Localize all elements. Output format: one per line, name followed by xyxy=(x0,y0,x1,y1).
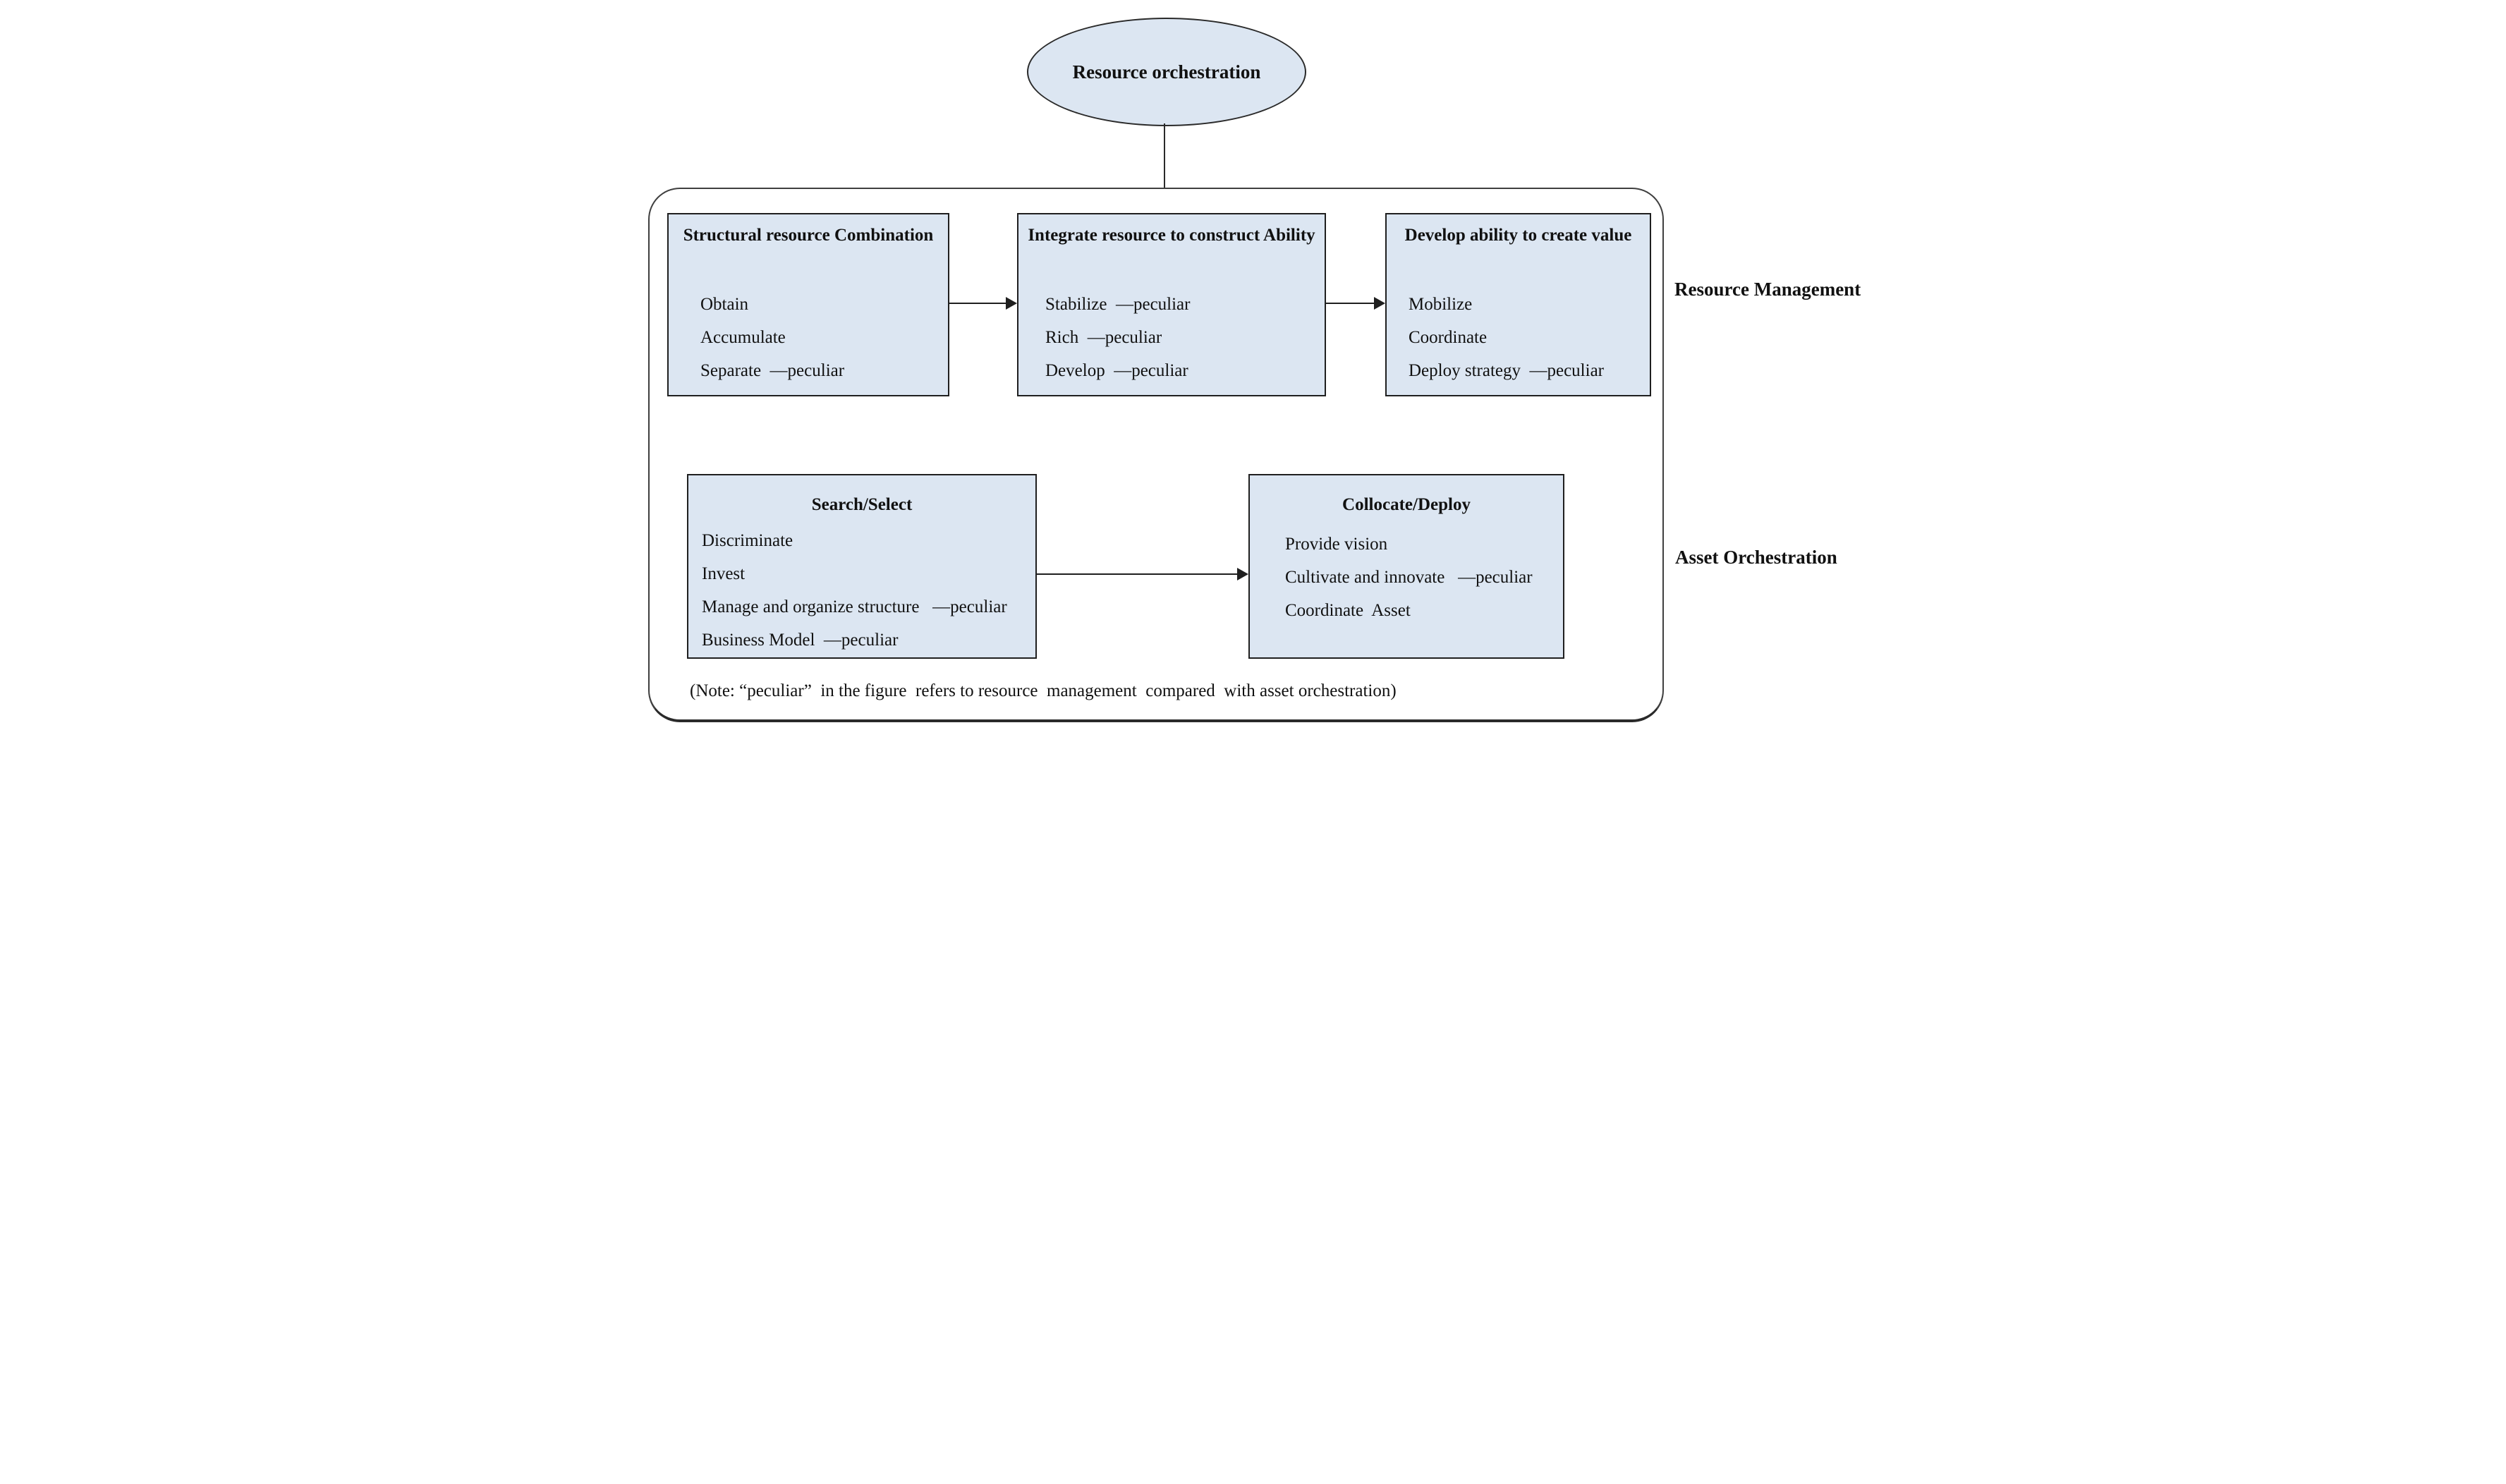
box-item: Business Model —peculiar xyxy=(702,631,899,650)
box-item: Provide vision xyxy=(1285,535,1388,554)
box-item: Deploy strategy —peculiar xyxy=(1409,361,1604,380)
box-item: Cultivate and innovate —peculiar xyxy=(1285,568,1533,587)
arrow-head-icon xyxy=(1237,568,1248,580)
side-label-resource-management: Resource Management xyxy=(1674,279,1861,300)
box-develop-ability-to-create-value: Develop ability to create value Mobilize… xyxy=(1385,213,1651,396)
root-connector-line xyxy=(1164,123,1165,188)
box-title: Integrate resource to construct Ability xyxy=(1028,226,1315,245)
box-item: Invest xyxy=(702,564,746,583)
arrow-head-icon xyxy=(1374,297,1385,310)
box-item: Mobilize xyxy=(1409,295,1473,314)
outer-rounded-container xyxy=(648,188,1664,722)
box-item: Develop —peculiar xyxy=(1045,361,1188,380)
box-title: Search/Select xyxy=(811,495,913,514)
side-label-asset-orchestration: Asset Orchestration xyxy=(1675,547,1837,568)
box-item: Coordinate xyxy=(1409,328,1488,347)
root-node-ellipse: Resource orchestration xyxy=(1027,18,1306,126)
box-item: Coordinate Asset xyxy=(1285,601,1411,620)
box-title: Collocate/Deploy xyxy=(1342,495,1471,514)
box-item: Manage and organize structure —peculiar xyxy=(702,597,1007,616)
arrow-head-icon xyxy=(1006,297,1017,310)
root-node-label: Resource orchestration xyxy=(1072,61,1261,83)
arrow-shaft xyxy=(1037,573,1237,575)
arrow-integrate-to-develop xyxy=(1326,297,1385,310)
box-item: Obtain xyxy=(700,295,749,314)
box-item: Stabilize —peculiar xyxy=(1045,295,1191,314)
box-item: Rich —peculiar xyxy=(1045,328,1162,347)
box-item: Accumulate xyxy=(700,328,786,347)
box-item: Separate —peculiar xyxy=(700,361,845,380)
arrow-shaft xyxy=(949,303,1006,304)
arrow-search-to-collocate xyxy=(1037,568,1248,580)
figure-note: (Note: “peculiar” in the figure refers t… xyxy=(690,681,1397,700)
arrow-structural-to-integrate xyxy=(949,297,1017,310)
box-title: Structural resource Combination xyxy=(683,226,934,245)
box-title: Develop ability to create value xyxy=(1404,226,1632,245)
box-item: Discriminate xyxy=(702,531,793,550)
arrow-shaft xyxy=(1326,303,1374,304)
box-integrate-resource-to-construct-ability: Integrate resource to construct Ability … xyxy=(1017,213,1326,396)
diagram-canvas: Resource orchestration Structural resour… xyxy=(626,0,1880,742)
